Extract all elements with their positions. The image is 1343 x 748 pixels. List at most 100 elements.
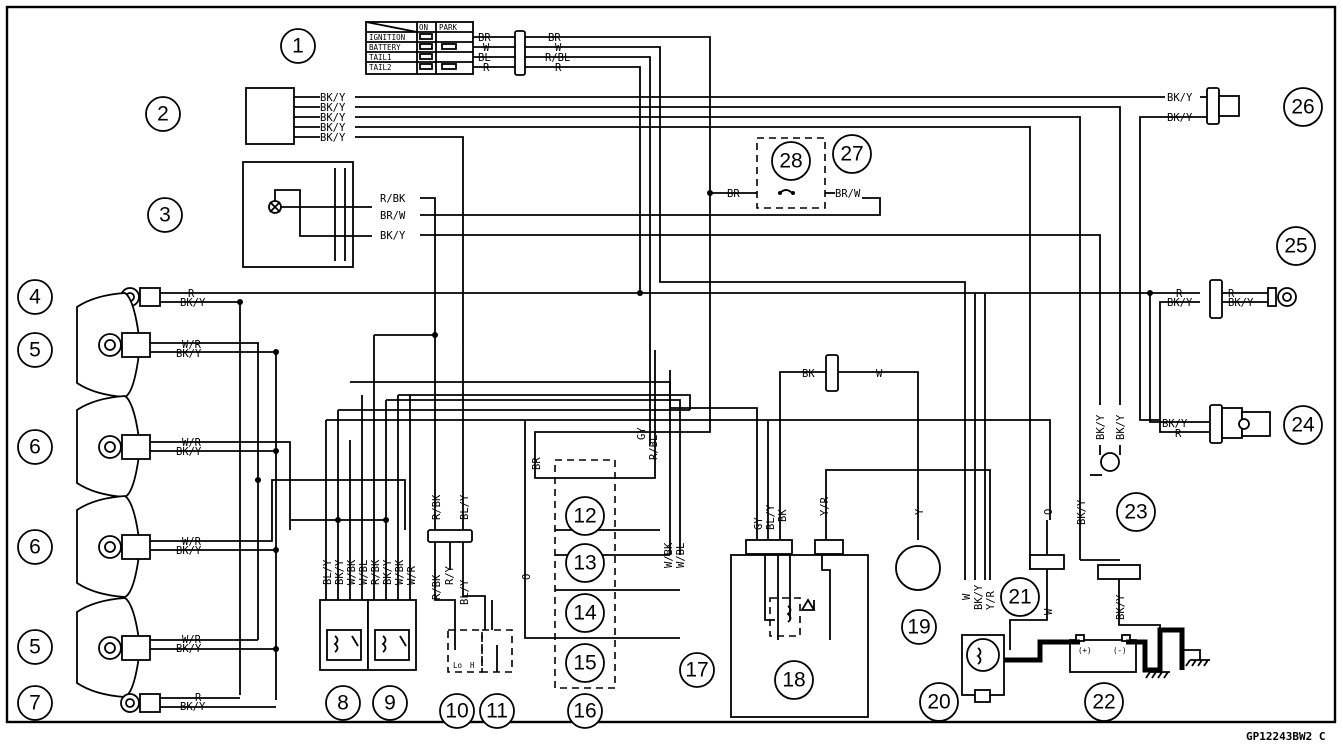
wire-label-br-w: BR/W xyxy=(380,210,406,222)
wire-label-r-24: R xyxy=(1175,428,1182,440)
wire-label-w-bk-16: W/BK xyxy=(663,542,675,568)
wire-label-w-bl-8: W/BL xyxy=(358,560,370,585)
connector-21 xyxy=(1029,554,1065,570)
wire-label-br-12: BR xyxy=(531,457,543,470)
battery-plus: (+) xyxy=(1078,646,1092,655)
callout-16: 16 xyxy=(573,700,596,723)
wire-label-br: BR xyxy=(478,32,491,44)
switch-mark-hi: H xyxy=(470,661,475,670)
wire-label-w-bk-8: W/BK xyxy=(346,559,358,585)
callout-24: 24 xyxy=(1291,414,1315,437)
wire-label-r: R xyxy=(483,62,490,74)
callout-17: 17 xyxy=(685,659,708,682)
callouts: 1 2 3 4 5 6 6 5 7 8 9 10 11 12 13 14 15 … xyxy=(17,28,1323,729)
wire-label-o-21: O xyxy=(1043,509,1055,515)
connector-block-2 xyxy=(245,87,320,145)
callout-8: 8 xyxy=(337,692,349,715)
wire-label-br-fuse: BR xyxy=(727,188,740,200)
callout-7: 7 xyxy=(29,692,41,715)
connector-25 xyxy=(1209,279,1223,319)
fuse-box-27 xyxy=(756,137,826,209)
switch-row-battery: BATTERY xyxy=(369,43,401,52)
wire-label-y-r-20: Y/R xyxy=(985,590,997,610)
wire-label-bk-y-22: BK/Y xyxy=(1076,499,1088,525)
callout-10: 10 xyxy=(445,700,468,723)
callout-1: 1 xyxy=(292,35,304,58)
wire-label-w-2: W xyxy=(555,42,562,54)
wire-label-bk-y-c: BK/Y xyxy=(320,112,346,124)
connector-22 xyxy=(1097,564,1141,580)
wire-label-bk-y-26a: BK/Y xyxy=(1167,92,1193,104)
switch-connector-10 xyxy=(427,529,473,543)
meter-unit-3 xyxy=(242,161,372,268)
callout-14: 14 xyxy=(573,602,597,625)
connector-26 xyxy=(1206,87,1220,125)
wire-label-gy-18: GY xyxy=(753,517,765,530)
fuse-box-16 xyxy=(554,459,616,689)
wire-label-bk-y-e: BK/Y xyxy=(320,132,346,144)
wire-label-br-2: BR xyxy=(548,32,561,44)
switch-mark-lo: Lo xyxy=(453,661,463,670)
callout-23: 23 xyxy=(1124,501,1147,524)
callout-15: 15 xyxy=(573,652,596,675)
switch-row-tail1: TAIL1 xyxy=(369,53,392,62)
wire-label-bk-y-23b: BK/Y xyxy=(1115,414,1127,440)
wire-label-w: W xyxy=(483,42,490,54)
wire-label-bl-y-8: BL/Y xyxy=(322,559,334,585)
connector-19 xyxy=(825,354,839,392)
battery-22 xyxy=(1069,639,1137,673)
wire-label-bk-y-6b: BK/Y xyxy=(176,545,202,557)
wire-label-r-25: R xyxy=(1176,288,1183,300)
battery-minus: (-) xyxy=(1113,646,1127,655)
callout-9: 9 xyxy=(384,692,396,715)
wire-label-w-r-6b: W/R xyxy=(182,536,202,548)
wire-label-bk-y-a: BK/Y xyxy=(320,92,346,104)
wire-label-bk-18: BK xyxy=(777,509,789,522)
switch-connector xyxy=(514,30,526,76)
wire-label-r-bl-12: R/BL xyxy=(648,435,660,460)
callout-3: 3 xyxy=(159,204,171,227)
callout-28: 28 xyxy=(779,150,802,173)
callout-21: 21 xyxy=(1008,586,1031,609)
callout-26: 26 xyxy=(1291,96,1314,119)
wire-label-w-21: W xyxy=(1043,608,1055,615)
ignition-switch-table: ON PARK IGNITION BATTERY TAIL1 TAIL2 xyxy=(365,21,474,75)
callout-18: 18 xyxy=(782,669,805,692)
wire-label-bk-y-b: BK/Y xyxy=(320,102,346,114)
callout-4: 4 xyxy=(29,286,41,309)
callout-5a: 5 xyxy=(29,339,41,362)
wire-label-r-bl: R/BL xyxy=(545,52,570,64)
connector-24 xyxy=(1209,404,1223,444)
wire-label-bk-y-24: BK/Y xyxy=(1162,418,1188,430)
sensor-23 xyxy=(1100,452,1120,472)
wire-label-bk-y-25: BK/Y xyxy=(1167,297,1193,309)
diagram-frame xyxy=(5,5,1337,724)
callout-25: 25 xyxy=(1284,235,1307,258)
wire-label-r-bk: R/BK xyxy=(380,193,406,205)
callout-6a: 6 xyxy=(29,436,41,459)
callout-19: 19 xyxy=(907,616,930,639)
wire-label-bk-y-d: BK/Y xyxy=(320,122,346,134)
wire-label-o-16: O xyxy=(521,574,533,580)
callout-27: 27 xyxy=(840,143,863,166)
wire-label-gy-12: GY xyxy=(636,427,648,440)
wire-label-bk-y-3: BK/Y xyxy=(380,230,406,242)
wire-label-bk-y-8: BK/Y xyxy=(334,559,346,585)
wire-label-r-25b: R xyxy=(1228,288,1235,300)
wire-label-bk-y-26b: BK/Y xyxy=(1167,112,1193,124)
wire-label-bk-y-5a: BK/Y xyxy=(176,348,202,360)
wire-label-w-r-9: W/R xyxy=(406,565,418,585)
wire-label-bk-y-20: BK/Y xyxy=(973,584,985,610)
wire-label-bl-y-10: BL/Y xyxy=(459,494,471,520)
switch-row-tail2: TAIL2 xyxy=(369,63,392,72)
wire-label-r-y-10: R/Y xyxy=(444,565,456,585)
wire-label-bl-y-10b: BL/Y xyxy=(459,579,471,605)
wire-label-w-20: W xyxy=(961,593,973,600)
switch-row-ignition: IGNITION xyxy=(369,33,405,42)
wire-label-bk-19: BK xyxy=(802,368,815,380)
wire-label-w-r-6a: W/R xyxy=(182,437,202,449)
wire-label-w-19: W xyxy=(876,368,883,380)
wire-label-bk-y-23a: BK/Y xyxy=(1095,414,1107,440)
wire-label-bk-y-25b: BK/Y xyxy=(1228,297,1254,309)
